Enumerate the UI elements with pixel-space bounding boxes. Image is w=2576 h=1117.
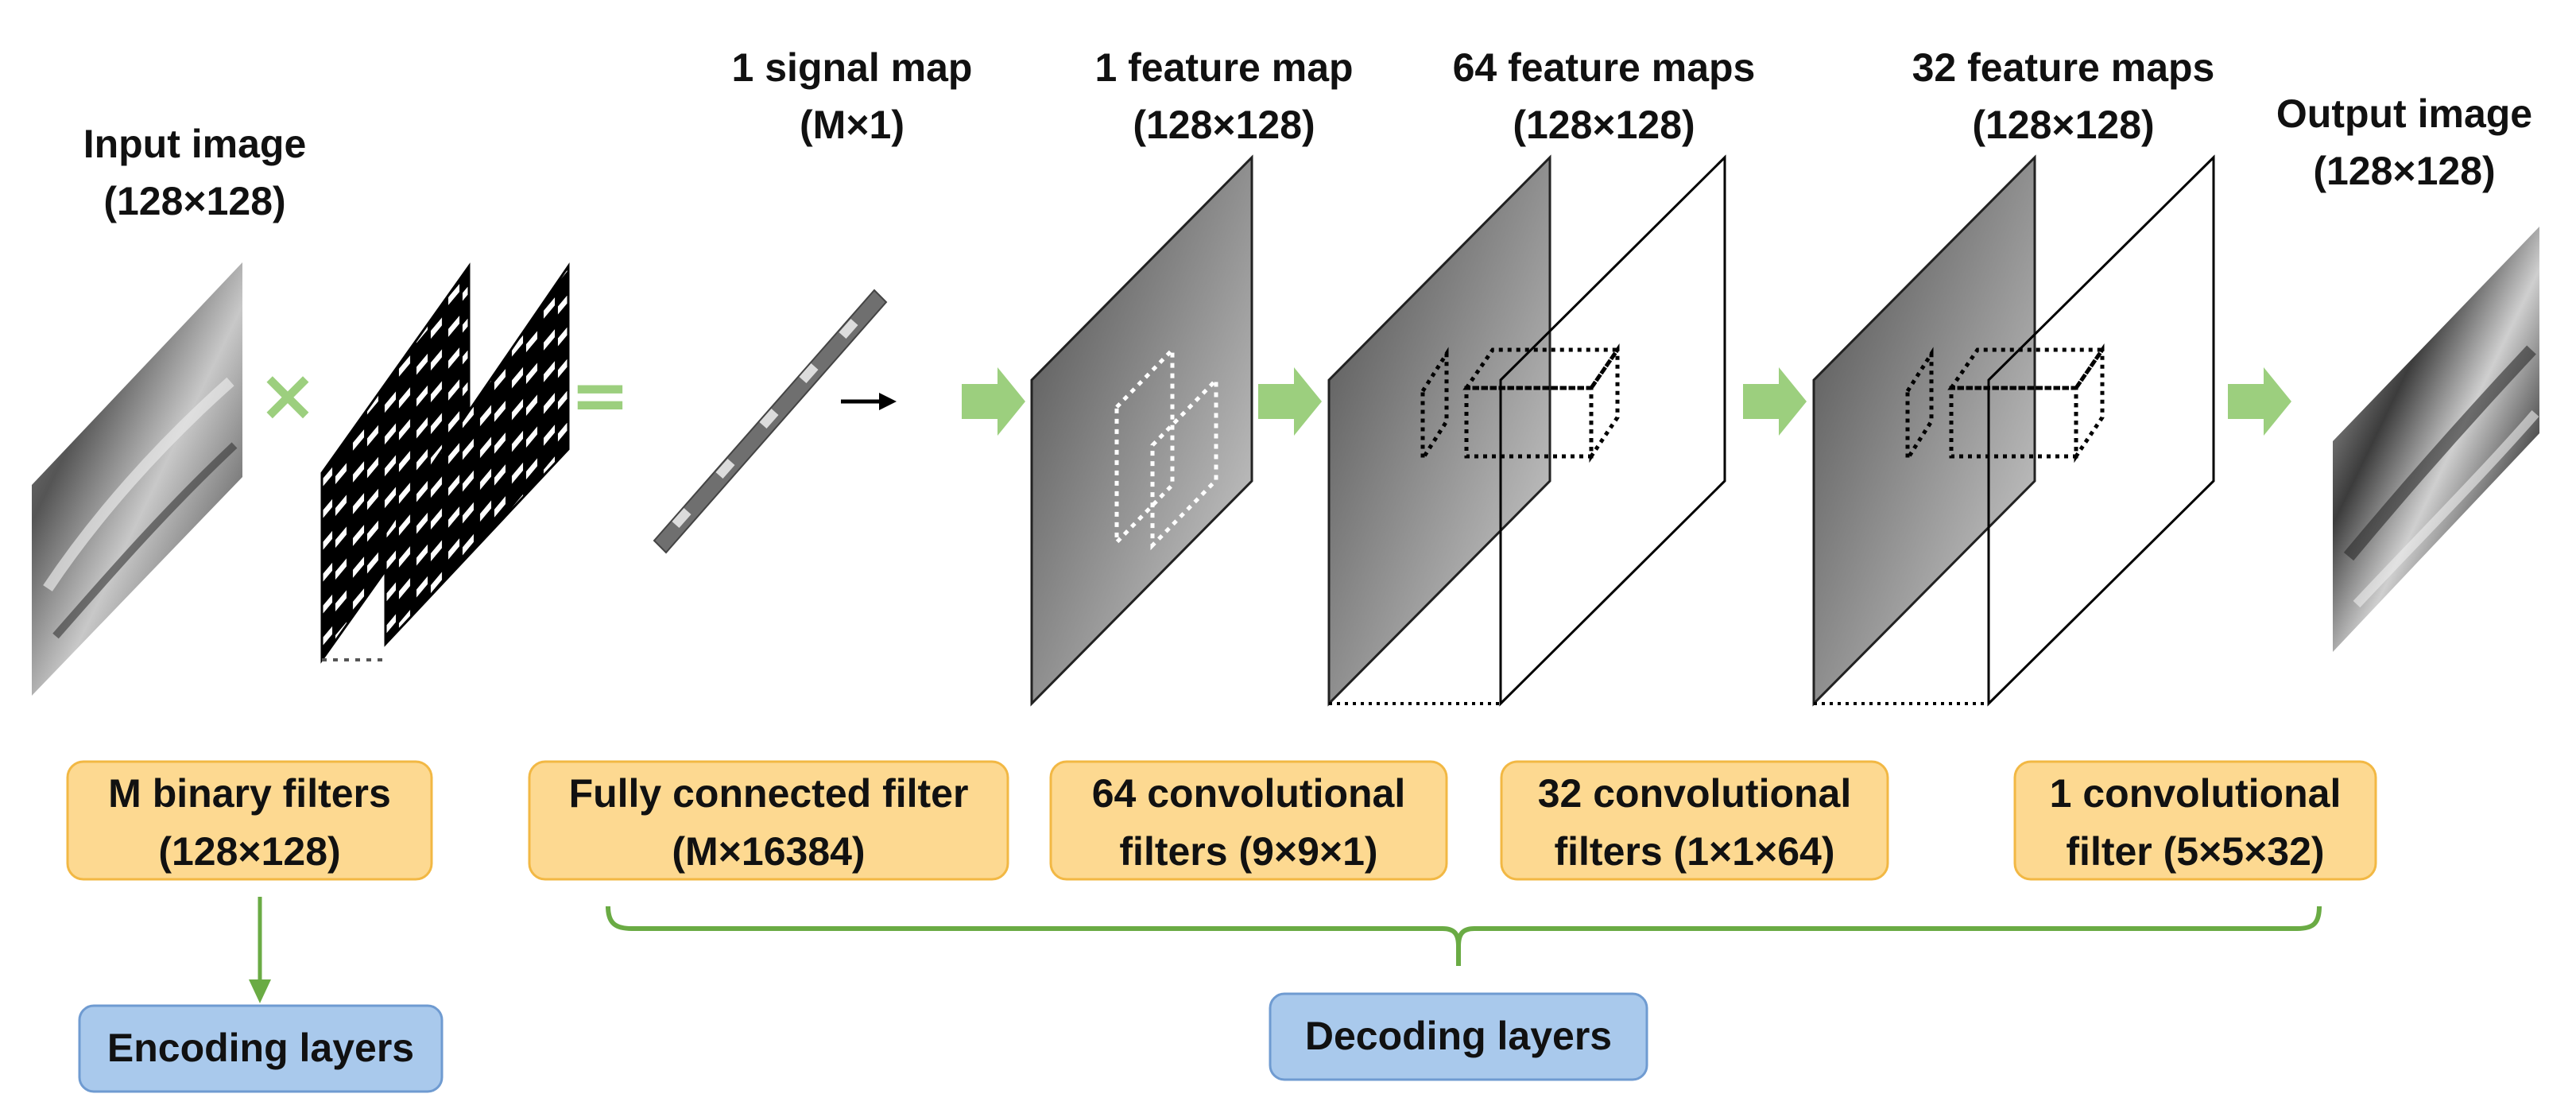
feature-maps-32-size: (128×128) [1972,103,2154,147]
filter-box-line1: Fully connected filter [569,771,969,816]
encoding-layers-box: Encoding layers [78,1004,444,1093]
filter-box-line2: filters (9×9×1) [1119,829,1377,874]
output-image-size: (128×128) [2313,149,2495,193]
block-arrow-right-icon [1258,367,1322,436]
filter-box-conv-32: 32 convolutional filters (1×1×64) [1500,760,1889,881]
output-image-title: Output image [2276,91,2532,136]
filter-box-line1: 32 convolutional [1538,771,1852,816]
feature-maps-32-stack [1812,154,2215,707]
filter-box-line2: filters (1×1×64) [1555,829,1835,874]
input-image-size: (128×128) [103,179,285,223]
filter-box-binary: M binary filters (128×128) [66,760,433,881]
decoding-layers-label: Decoding layers [1305,1014,1612,1058]
feature-maps-64-size: (128×128) [1513,103,1695,147]
filter-box-line1: 64 convolutional [1092,771,1406,816]
filter-box-line1: 1 convolutional [2050,771,2342,816]
encoding-layers-label: Encoding layers [107,1026,414,1070]
feature-map-1-plane [1030,154,1253,707]
decoding-brace [606,906,2322,966]
output-image [2333,227,2539,652]
filter-box-fully-connected: Fully connected filter (M×16384) [528,760,1009,881]
filter-box-conv-64: 64 convolutional filters (9×9×1) [1049,760,1448,881]
block-arrow-right-icon [1743,367,1807,436]
signal-map-vector [653,289,888,554]
block-arrow-right-icon [962,367,1025,436]
feature-map-1-size: (128×128) [1133,103,1315,147]
binary-filter-stack [320,262,570,664]
feature-map-1-title: 1 feature map [1094,45,1353,90]
block-arrow-right-icon [2228,367,2291,436]
feature-maps-64-stack [1327,154,1726,707]
feature-maps-64-title: 64 feature maps [1453,45,1756,90]
filter-box-line2: (128×128) [158,829,340,874]
input-image-title: Input image [83,122,307,166]
filter-box-line1: M binary filters [108,771,391,816]
filter-box-line2: (M×16384) [672,829,865,874]
multiply-icon: × [258,354,317,437]
signal-map-title: 1 signal map [732,45,973,90]
filter-box-line2: filter (5×5×32) [2066,829,2324,874]
equals-icon: = [570,354,629,437]
signal-map-size: (M×1) [800,103,905,147]
arrow-right-icon [841,393,897,410]
encoding-arrow [249,897,271,1003]
filter-box-conv-1: 1 convolutional filter (5×5×32) [2013,760,2377,881]
feature-maps-32-title: 32 feature maps [1912,45,2215,90]
decoding-layers-box: Decoding layers [1269,992,1648,1081]
input-image [32,262,242,696]
